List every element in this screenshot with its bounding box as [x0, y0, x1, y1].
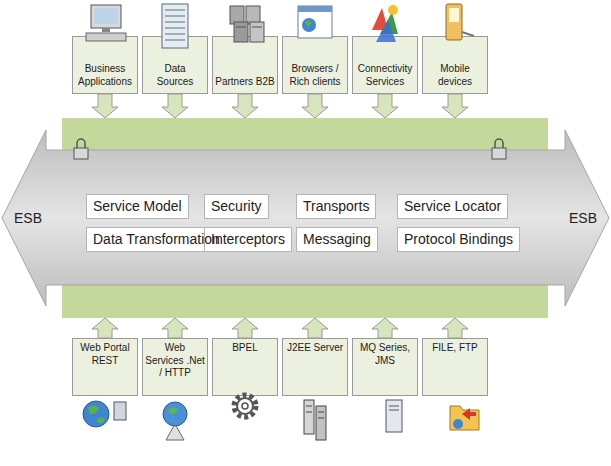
- connectivity-graphic-icon: [372, 5, 398, 42]
- gear-icon: [234, 395, 256, 417]
- node-label: Service Model: [93, 198, 182, 215]
- block-arrow: [92, 318, 118, 338]
- block-arrow: [372, 318, 398, 338]
- computer-icon: [86, 5, 126, 41]
- esb-function-box: Interceptors: [204, 227, 292, 252]
- esb-function-box: Transports: [296, 194, 376, 219]
- server-group-icon: [230, 6, 264, 42]
- bus-label: ESB: [569, 210, 597, 226]
- esb-function-box: Protocol Bindings: [397, 227, 520, 252]
- endpoint-box: Mobile devices: [422, 36, 488, 94]
- endpoint-box: Browsers / Rich clients: [282, 36, 348, 94]
- block-arrow: [232, 318, 258, 338]
- endpoint-box: Connectivity Services: [352, 36, 418, 94]
- node-label: Transports: [303, 198, 369, 215]
- endpoint-box: Web Services .Net / HTTP: [142, 338, 208, 396]
- node-label: MQ Series, JMS: [355, 342, 415, 367]
- node-label: Protocol Bindings: [404, 231, 513, 248]
- node-label: Data Sources: [145, 63, 205, 88]
- endpoint-box: Data Sources: [142, 36, 208, 94]
- globe-device-icon: [83, 401, 126, 427]
- tower-server-icon: [386, 400, 402, 432]
- green-band: [62, 118, 548, 318]
- browser-window-icon: [298, 6, 332, 38]
- node-label: Security: [211, 198, 262, 215]
- block-arrow: [92, 94, 118, 118]
- endpoint-box: FILE, FTP: [422, 338, 488, 396]
- block-arrow: [442, 94, 468, 118]
- server-icon: [304, 400, 326, 440]
- block-arrow: [302, 318, 328, 338]
- block-arrow: [442, 318, 468, 338]
- bus-label: ESB: [14, 210, 42, 226]
- node-label: Connectivity Services: [355, 63, 415, 88]
- esb-double-arrow: [2, 130, 609, 306]
- endpoint-box: J2EE Server: [282, 338, 348, 396]
- node-label: Messaging: [303, 231, 371, 248]
- endpoint-box: Partners B2B: [212, 36, 278, 94]
- esb-function-box: Messaging: [296, 227, 378, 252]
- endpoint-box: Web Portal REST: [72, 338, 138, 396]
- endpoint-box: MQ Series, JMS: [352, 338, 418, 396]
- node-label: Business Applications: [75, 63, 135, 88]
- block-arrow: [162, 318, 188, 338]
- lock-icon: [74, 139, 88, 159]
- node-label: Mobile devices: [425, 63, 485, 88]
- node-label: Web Portal REST: [75, 342, 135, 367]
- folder-transfer-icon: [450, 406, 479, 430]
- esb-bus: ESB ESB Service Model Security Transports Ser…: [0, 118, 611, 318]
- node-label: BPEL: [215, 342, 275, 355]
- node-label: Partners B2B: [215, 76, 275, 89]
- block-arrow: [372, 94, 398, 118]
- esb-function-box: Service Model: [86, 194, 189, 219]
- node-label: J2EE Server: [285, 342, 345, 355]
- node-label: Interceptors: [211, 231, 285, 248]
- globe-stand-icon: [163, 402, 187, 440]
- block-arrow: [162, 94, 188, 118]
- block-arrow: [232, 94, 258, 118]
- node-label: Data Transformation: [93, 231, 220, 248]
- node-label: Service Locator: [404, 198, 501, 215]
- block-arrow: [302, 94, 328, 118]
- node-label: Web Services .Net / HTTP: [145, 342, 205, 380]
- esb-function-box: Security: [204, 194, 269, 219]
- database-rack-icon: [162, 4, 188, 48]
- node-label: Browsers / Rich clients: [285, 63, 345, 88]
- endpoint-box: BPEL: [212, 338, 278, 396]
- node-label: FILE, FTP: [425, 342, 485, 355]
- mobile-device-icon: [446, 4, 474, 40]
- esb-function-box: Service Locator: [397, 194, 508, 219]
- lock-icon: [492, 139, 506, 159]
- endpoint-box: Business Applications: [72, 36, 138, 94]
